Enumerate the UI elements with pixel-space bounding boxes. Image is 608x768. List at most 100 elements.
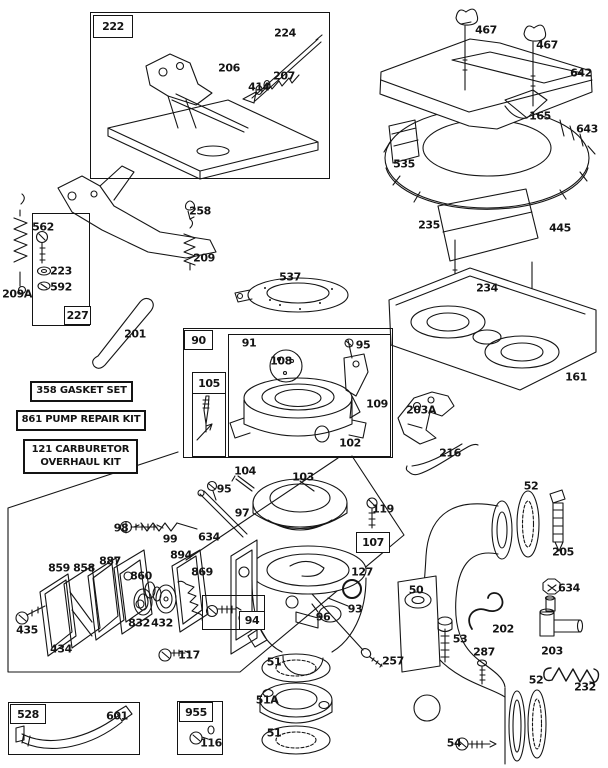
part-label-562: 562 xyxy=(32,220,54,234)
part-label-161: 161 xyxy=(565,370,587,384)
governor-linkage-drawing xyxy=(13,165,217,369)
part-label-108: 108 xyxy=(270,354,292,368)
part-label-99: 99 xyxy=(162,532,178,546)
part-label-202: 202 xyxy=(492,622,514,636)
part-label-235: 235 xyxy=(418,218,440,232)
part-label-832: 832 xyxy=(128,616,150,630)
part-label-165: 165 xyxy=(529,109,551,123)
part-label-127: 127 xyxy=(351,565,373,579)
carburetor-overhaul-kit-line2: OVERHAUL KIT xyxy=(40,456,121,468)
part-label-467: 467 xyxy=(536,38,558,52)
mounting-gaskets-drawing xyxy=(259,653,333,755)
carburetor-overhaul-kit-callout: 121 CARBURETOR OVERHAUL KIT xyxy=(23,439,138,474)
primer-parts-box xyxy=(177,701,223,755)
fuel-line-box xyxy=(8,702,140,755)
part-label-95: 95 xyxy=(216,482,232,496)
part-label-216: 216 xyxy=(439,446,461,460)
part-label-205: 205 xyxy=(552,545,574,559)
part-label-206: 206 xyxy=(218,61,240,75)
gasket-set-label: 358 GASKET SET xyxy=(36,385,127,397)
part-label-257: 257 xyxy=(382,654,404,668)
part-label-887: 887 xyxy=(99,554,121,568)
part-label-634: 634 xyxy=(198,530,220,544)
part-label-109: 109 xyxy=(366,397,388,411)
carb-mounting-gasket-drawing xyxy=(234,277,349,313)
gasket-set-callout: 358 GASKET SET xyxy=(30,381,133,402)
part-label-858: 858 xyxy=(73,561,95,575)
part-ref-box-105: 105 xyxy=(192,372,226,394)
part-label-51A: 51A xyxy=(255,693,279,707)
part-label-119: 119 xyxy=(372,502,394,516)
part-label-445: 445 xyxy=(549,221,571,235)
part-label-535: 535 xyxy=(393,157,415,171)
part-label-104: 104 xyxy=(234,464,256,478)
part-label-117: 117 xyxy=(178,648,200,662)
part-label-91: 91 xyxy=(241,336,257,350)
part-label-869: 869 xyxy=(191,565,213,579)
part-ref-box-528: 528 xyxy=(10,704,46,724)
screw-94-drawing xyxy=(205,604,242,618)
part-label-258: 258 xyxy=(189,204,211,218)
part-label-93: 93 xyxy=(347,602,363,616)
primer-parts-drawing xyxy=(189,725,215,745)
carb-midsection-drawing xyxy=(119,475,378,538)
carb-upper-body-drawing xyxy=(196,338,369,443)
part-label-209A: 209A xyxy=(2,287,32,301)
part-label-95: 95 xyxy=(355,338,371,352)
part-label-223: 223 xyxy=(50,264,72,278)
part-label-203A: 203A xyxy=(406,403,436,417)
part-label-51: 51 xyxy=(266,655,282,669)
carb-upper-outer-box xyxy=(183,328,393,458)
part-label-50: 50 xyxy=(408,583,424,597)
part-label-432: 432 xyxy=(151,616,173,630)
part-label-287: 287 xyxy=(473,645,495,659)
part-label-203: 203 xyxy=(541,644,563,658)
governor-parts-box xyxy=(32,213,90,326)
part-label-894: 894 xyxy=(170,548,192,562)
pump-repair-kit-label: 861 PUMP REPAIR KIT xyxy=(21,414,141,426)
part-label-642: 642 xyxy=(570,66,592,80)
part-label-232: 232 xyxy=(574,680,596,694)
part-label-52: 52 xyxy=(523,479,539,493)
part-label-102: 102 xyxy=(339,436,361,450)
part-label-54: 54 xyxy=(446,736,462,750)
overhaul-kit-enclosure-drawing xyxy=(7,451,405,673)
part-label-103: 103 xyxy=(292,470,314,484)
part-label-643: 643 xyxy=(576,122,598,136)
control-bracket-drawing xyxy=(107,34,323,180)
carburetor-overhaul-kit-line1: 121 CARBURETOR xyxy=(31,444,130,455)
part-label-52: 52 xyxy=(528,673,544,687)
part-label-860: 860 xyxy=(130,569,152,583)
part-label-435: 435 xyxy=(16,623,38,637)
air-cleaner-drawing xyxy=(379,8,597,391)
part-label-207: 207 xyxy=(273,69,295,83)
intake-elbow-drawing xyxy=(397,391,600,765)
part-label-467: 467 xyxy=(475,23,497,37)
fuel-line-drawing xyxy=(15,705,133,749)
part-label-97: 97 xyxy=(234,506,250,520)
part-label-434: 434 xyxy=(50,642,72,656)
pump-repair-kit-callout: 861 PUMP REPAIR KIT xyxy=(16,410,146,431)
part-label-51: 51 xyxy=(266,726,282,740)
carb-upper-inner-box xyxy=(228,334,391,457)
part-label-209: 209 xyxy=(193,251,215,265)
part-label-859: 859 xyxy=(48,561,70,575)
part-label-634: 634 xyxy=(558,581,580,595)
part-label-53: 53 xyxy=(452,632,468,646)
part-ref-box-955: 955 xyxy=(179,702,213,722)
part-label-201: 201 xyxy=(124,327,146,341)
part-label-414: 414 xyxy=(248,80,270,94)
part-label-116: 116 xyxy=(200,736,222,750)
part-label-98: 98 xyxy=(113,521,129,535)
control-bracket-box xyxy=(90,12,330,179)
part-ref-box-94: 94 xyxy=(239,611,265,630)
part-ref-box-90: 90 xyxy=(184,330,213,350)
part-label-224: 224 xyxy=(274,26,296,40)
part-label-234: 234 xyxy=(476,281,498,295)
part-label-592: 592 xyxy=(50,280,72,294)
part-ref-box-107: 107 xyxy=(356,532,390,553)
part-label-96: 96 xyxy=(315,610,331,624)
part-ref-box-222: 222 xyxy=(93,15,133,38)
